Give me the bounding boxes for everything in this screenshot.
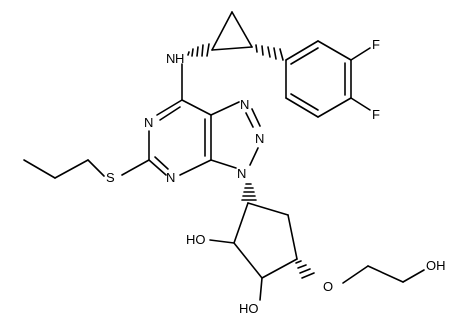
- bond-cpent-1: [247, 202, 289, 216]
- bond-c7-n6-d: [159, 106, 181, 121]
- bond-c5-n4-d: [154, 156, 169, 170]
- atom-nh-n: N: [166, 51, 175, 66]
- bond-ar-d1: [290, 47, 319, 65]
- bond-cpent-4: [233, 242, 263, 279]
- atom-labels: F F N H N N N N N S HO HO O OH: [106, 37, 446, 316]
- bond-c-ho-bottom: [259, 277, 263, 301]
- atom-n-triazole-3: N: [237, 166, 246, 181]
- atom-oh-right: OH: [426, 258, 446, 273]
- bond-ar-1: [285, 40, 319, 61]
- atom-o-ether: O: [323, 279, 333, 294]
- atom-f-top: F: [372, 37, 380, 52]
- atom-ho-bottom: HO: [239, 301, 259, 316]
- bond-n1-n2-d: [245, 112, 254, 128]
- atom-n-triazole-2: N: [255, 131, 264, 146]
- hash-bond-nh-cp: [187, 43, 210, 57]
- bond-c7a-n1: [210, 101, 240, 116]
- hash-bond-cp-aryl: [255, 44, 284, 61]
- bond-c5-n4: [148, 159, 167, 176]
- bond-n1-n2: [251, 108, 261, 127]
- bond-cp-1: [211, 11, 233, 51]
- atom-nh-h: H: [175, 51, 184, 66]
- atom-ho-left: HO: [186, 232, 206, 247]
- hash-bond-n3-cp: [241, 183, 257, 201]
- bond-c-f-bottom: [350, 97, 371, 111]
- bond-propyl-1: [54, 159, 89, 179]
- bond-ar-2: [317, 40, 352, 61]
- bond-cpent-5: [233, 202, 249, 244]
- bond-n4-c3a: [179, 159, 212, 176]
- atom-s: S: [106, 170, 115, 185]
- bond-cp-3: [211, 46, 253, 51]
- bond-c7a-c7: [181, 99, 212, 116]
- atom-n-triazole-1: N: [240, 97, 249, 112]
- bond-cpent-3: [261, 258, 298, 279]
- atom-n-pyrimidine-2: N: [166, 170, 175, 185]
- bond-c-f-top: [350, 47, 371, 61]
- hash-bond-c4-o: [295, 260, 315, 279]
- bonds: [23, 11, 425, 301]
- bond-n3-c3a: [210, 159, 237, 169]
- bond-ar-5: [285, 97, 319, 118]
- bond-ch2-ch2: [367, 265, 404, 283]
- bond-ar-d3: [290, 93, 319, 111]
- bond-n2-n3: [249, 147, 259, 166]
- bond-c7-n6: [156, 99, 183, 116]
- bond-o-ch2: [342, 265, 369, 284]
- bond-c5-s: [121, 159, 150, 176]
- bond-c-ho-left: [209, 239, 235, 244]
- bond-propyl-2: [23, 159, 56, 179]
- atom-n-pyrimidine-1: N: [144, 115, 153, 130]
- bond-s-c1: [87, 159, 105, 177]
- bond-cpent-2: [287, 214, 298, 260]
- bond-cp-2: [231, 11, 253, 48]
- bond-ch2-oh: [402, 269, 425, 283]
- bond-ar-4: [317, 97, 352, 118]
- atom-f-bottom: F: [372, 107, 380, 122]
